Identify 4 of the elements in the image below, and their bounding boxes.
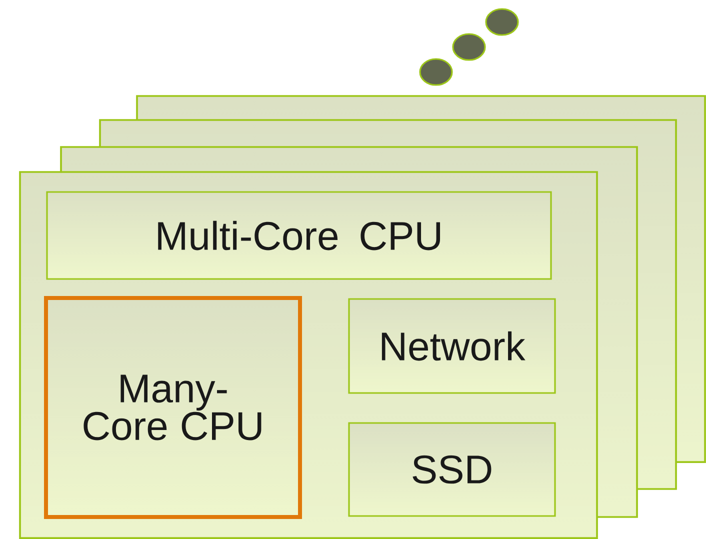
component-box: Network <box>348 298 556 394</box>
component-box: SSD <box>348 422 556 517</box>
component-box: Many- Core CPU <box>44 296 302 519</box>
component-box: Multi-Core CPU <box>46 191 552 280</box>
